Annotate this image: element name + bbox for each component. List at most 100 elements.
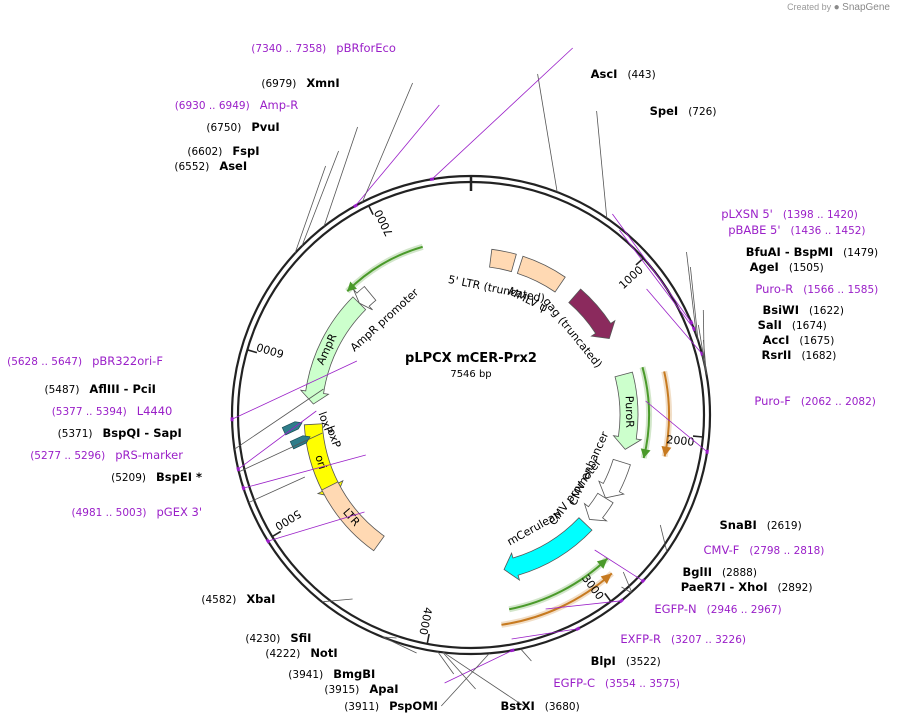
enzyme-label[interactable]: (6750)PvuI (206, 120, 279, 134)
primer-label[interactable]: pBABE 5'(1436 .. 1452) (728, 223, 865, 237)
primer-label[interactable]: EGFP-N(2946 .. 2967) (654, 602, 781, 616)
site-position: (4582) (201, 594, 236, 606)
site-position: (1505) (789, 262, 824, 274)
site-name: Amp-R (260, 98, 299, 112)
site-leader-line (237, 410, 317, 470)
site-leader-line (619, 229, 695, 330)
site-leader-line (437, 651, 455, 675)
site-position: (1398 .. 1420) (783, 209, 858, 221)
primer-mark (618, 598, 624, 604)
primer-label[interactable]: (5277 .. 5296)pRS-marker (30, 448, 183, 462)
site-leader-line (231, 360, 358, 420)
feature-5-ltr-truncated[interactable] (489, 248, 517, 273)
site-leader-line (321, 598, 353, 603)
feature-ori[interactable] (303, 423, 344, 498)
enzyme-label[interactable]: BglII (2888) (683, 565, 757, 579)
primer-label[interactable]: EGFP-C(3554 .. 3575) (553, 676, 680, 690)
site-position: (3207 .. 3226) (671, 634, 746, 646)
feature-mmlv-psi[interactable] (516, 255, 566, 293)
primer-label[interactable]: Puro-R(1566 .. 1585) (755, 282, 878, 296)
tick-label: 7000 (372, 207, 396, 238)
site-name: RsrII (762, 348, 792, 362)
enzyme-label[interactable]: (5371)BspQI - SapI (58, 426, 182, 440)
primer-label[interactable]: (4981 .. 5003)pGEX 3' (72, 505, 203, 519)
enzyme-label[interactable]: (6979)XmnI (261, 76, 339, 90)
enzyme-label[interactable]: (6552)AseI (174, 159, 247, 173)
site-position: (6602) (187, 146, 222, 158)
feature-cmv-promoter[interactable] (583, 492, 614, 522)
site-name: Puro-F (754, 394, 791, 408)
primer-label[interactable]: EXFP-R(3207 .. 3226) (620, 632, 746, 646)
enzyme-label[interactable]: (5209)BspEI * (111, 470, 202, 484)
enzyme-label[interactable]: PaeR7I - XhoI(2892) (681, 580, 813, 594)
site-leader-line (294, 165, 326, 254)
enzyme-label[interactable]: (4230)SfiI (245, 631, 311, 645)
primer-label[interactable]: (5377 .. 5394)L4440 (52, 404, 173, 418)
site-leader-line (686, 251, 697, 336)
site-name: pBABE 5' (728, 223, 780, 237)
tick-label: 1000 (616, 263, 645, 291)
site-position: (3522) (626, 656, 661, 668)
enzyme-label[interactable]: (5487)AflIII - PciI (45, 382, 156, 396)
primer-label[interactable]: Puro-F(2062 .. 2082) (754, 394, 876, 408)
enzyme-label[interactable]: RsrII(1682) (762, 348, 837, 362)
site-leader-line (248, 476, 306, 503)
enzyme-label[interactable]: (3941) BmgBI (288, 667, 375, 681)
enzyme-label[interactable]: BlpI(3522) (591, 654, 661, 668)
enzyme-label[interactable]: (4222)NotI (265, 646, 337, 660)
primer-mark (705, 449, 709, 454)
site-leader-line (545, 600, 622, 610)
site-leader-line (511, 628, 578, 640)
primer-label[interactable]: (7340 .. 7358)pBRforEco (251, 41, 396, 55)
enzyme-label[interactable]: AscI(443) (591, 67, 656, 81)
site-position: (2888) (722, 567, 757, 579)
site-name: EGFP-C (553, 676, 595, 690)
feature-loxp[interactable] (281, 419, 304, 436)
credit-brand: SnapGene (842, 2, 890, 13)
primer-label[interactable]: (6930 .. 6949)Amp-R (175, 98, 299, 112)
site-leader-line (323, 126, 358, 227)
enzyme-label[interactable]: BsiWI(1622) (763, 303, 844, 317)
feature-ltr[interactable] (321, 481, 385, 552)
site-position: (1675) (799, 335, 834, 347)
site-leader-line (267, 511, 365, 542)
enzyme-label[interactable]: BstXI(3680) (501, 699, 580, 713)
site-leader-line (698, 324, 707, 373)
tick-label: 5000 (273, 507, 304, 533)
site-position: (3915) (324, 684, 359, 696)
enzyme-label[interactable]: (4582)XbaI (201, 592, 275, 606)
enzyme-label[interactable]: (3911)PspOMI (344, 699, 438, 713)
site-leader-line (520, 648, 532, 662)
site-name: XmnI (306, 76, 339, 90)
site-name: PvuI (251, 120, 279, 134)
feature-gag-truncated[interactable] (568, 288, 616, 340)
enzyme-label[interactable]: AgeI(1505) (750, 260, 824, 274)
enzyme-label[interactable]: BfuAI - BspMI(1479) (746, 245, 878, 259)
site-name: SnaBI (720, 518, 757, 532)
site-name: NotI (310, 646, 337, 660)
site-position: (1674) (792, 320, 827, 332)
feature-mcerulean[interactable] (503, 517, 593, 581)
enzyme-label[interactable]: AccI(1675) (763, 333, 835, 347)
primer-label[interactable]: CMV-F(2798 .. 2818) (704, 543, 825, 557)
feature-ampr-promoter[interactable] (353, 285, 377, 311)
site-name: BglII (683, 565, 713, 579)
enzyme-label[interactable]: SalI(1674) (758, 318, 827, 332)
enzyme-label[interactable]: SnaBI(2619) (720, 518, 802, 532)
alignment-trace-arrow (661, 445, 672, 457)
site-position: (3941) (288, 669, 323, 681)
primer-label[interactable]: pLXSN 5'(1398 .. 1420) (721, 207, 858, 221)
enzyme-label[interactable]: SpeI(726) (650, 104, 717, 118)
site-name: BfuAI - BspMI (746, 245, 833, 259)
enzyme-label[interactable]: (6602)FspI (187, 144, 259, 158)
feature-puror[interactable] (612, 371, 643, 450)
feature-ampr[interactable] (299, 296, 367, 405)
enzyme-label[interactable]: (3915)ApaI (324, 682, 398, 696)
site-position: (4981 .. 5003) (72, 507, 147, 519)
primer-label[interactable]: (5628 .. 5647)pBR322ori-F (7, 354, 163, 368)
site-position: (5377 .. 5394) (52, 406, 127, 418)
feature-cmv-enhancer[interactable] (598, 458, 631, 499)
site-name: BmgBI (333, 667, 375, 681)
site-leader-line (355, 104, 440, 207)
